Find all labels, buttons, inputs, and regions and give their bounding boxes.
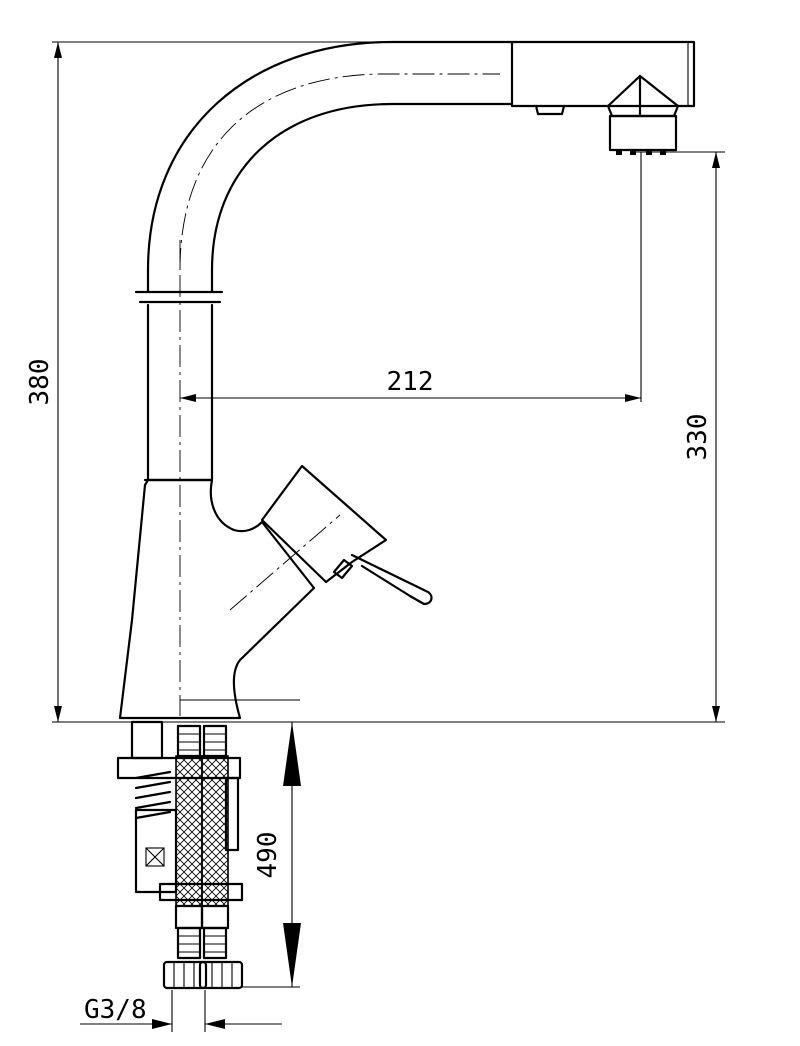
dimension-overall-height: 380 xyxy=(25,42,62,722)
dimension-hose-length: 490 xyxy=(253,722,301,987)
mixer-handle xyxy=(260,464,433,606)
spout-head xyxy=(510,40,696,155)
dimension-spout-reach: 212 xyxy=(180,367,641,402)
mounting-thread xyxy=(134,770,172,820)
dim-label-spout-reach: 212 xyxy=(387,367,434,397)
extension-lines xyxy=(52,41,725,988)
dimension-spout-clearance: 330 xyxy=(683,152,720,722)
dim-label-spout-clearance: 330 xyxy=(683,414,713,461)
dim-label-hose-length: 490 xyxy=(253,832,283,879)
faucet-body xyxy=(118,478,316,720)
flex-hoses xyxy=(174,724,230,960)
connection-nuts xyxy=(162,960,244,990)
aerator-outlet xyxy=(616,150,666,155)
faucet-spout xyxy=(134,40,514,482)
center-lines xyxy=(179,73,500,716)
dim-label-connection-thread: G3/8 xyxy=(84,995,147,1025)
dimension-connection-thread: G3/8 xyxy=(80,990,282,1032)
dim-label-overall-height: 380 xyxy=(25,359,55,406)
